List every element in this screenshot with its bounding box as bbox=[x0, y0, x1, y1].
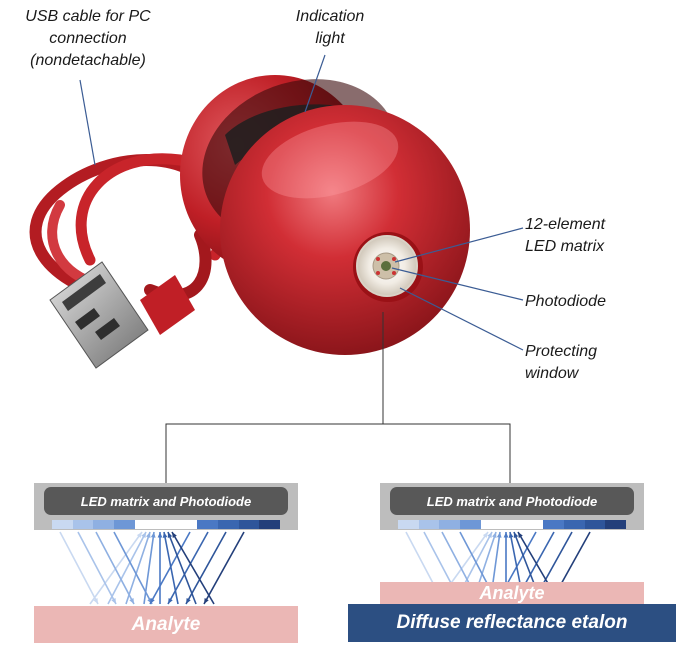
led-cell bbox=[543, 520, 564, 529]
usb-cable-line-3: (nondetachable) bbox=[30, 52, 146, 69]
photodiode-leader bbox=[391, 267, 524, 301]
light-ray bbox=[185, 531, 227, 605]
ray-arrowhead bbox=[150, 598, 155, 604]
light-ray bbox=[171, 531, 215, 605]
ray-arrowhead bbox=[508, 532, 514, 538]
device-body-icon bbox=[180, 75, 470, 355]
ray-arrowhead bbox=[513, 532, 519, 538]
led-cell bbox=[418, 520, 440, 529]
usb-cable-line-2: connection bbox=[49, 30, 127, 47]
ray-arrowhead bbox=[93, 598, 98, 604]
ray-arrowhead bbox=[518, 532, 523, 538]
led-matrix-line-2: LED matrix bbox=[525, 238, 605, 255]
led-window-icon bbox=[353, 232, 423, 302]
diffuse-etalon: Diffuse reflectance etalon bbox=[348, 604, 676, 642]
led-cell bbox=[238, 520, 260, 529]
usb-plug-icon bbox=[49, 261, 195, 369]
led-cell bbox=[563, 520, 585, 529]
led-cell bbox=[501, 520, 523, 529]
led-leader bbox=[394, 227, 524, 263]
ray-arrowhead bbox=[141, 532, 146, 538]
led-cell bbox=[398, 520, 419, 529]
light-leader bbox=[304, 54, 326, 113]
light-ray bbox=[59, 531, 99, 605]
ray-arrowhead bbox=[146, 532, 151, 538]
led-cell bbox=[93, 520, 115, 529]
window-leader bbox=[399, 287, 524, 351]
ray-arrowhead bbox=[496, 532, 502, 538]
indication-light-line-1: Indication bbox=[295, 8, 365, 25]
led-matrix-line-1: 12-element bbox=[525, 216, 606, 233]
ray-arrowhead bbox=[136, 532, 142, 538]
light-ray bbox=[95, 531, 135, 605]
led-cell bbox=[217, 520, 239, 529]
protecting-window-line-2: window bbox=[525, 365, 579, 382]
ray-arrowhead bbox=[186, 598, 191, 604]
ray-arrowhead bbox=[482, 532, 488, 538]
protecting-window-label: Protecting window bbox=[525, 341, 597, 385]
light-ray bbox=[167, 531, 197, 605]
led-cell bbox=[584, 520, 606, 529]
protecting-window-line-1: Protecting bbox=[525, 343, 598, 360]
ray-arrowhead bbox=[111, 598, 116, 604]
ray-arrowhead bbox=[487, 532, 492, 538]
led-cell bbox=[605, 520, 627, 529]
led-cell bbox=[155, 520, 177, 529]
ray-arrowhead bbox=[129, 598, 134, 604]
light-ray bbox=[149, 531, 191, 605]
left-panel-title: LED matrix and Photodiode bbox=[44, 487, 288, 515]
ray-arrowhead bbox=[492, 532, 497, 538]
ray-arrowhead bbox=[150, 532, 156, 538]
ray-arrowhead bbox=[172, 532, 177, 538]
led-cell bbox=[52, 520, 73, 529]
panel-connector bbox=[165, 312, 511, 483]
led-cell bbox=[176, 520, 198, 529]
right-analyte: Analyte bbox=[380, 582, 644, 604]
led-cell bbox=[480, 520, 502, 529]
light-ray bbox=[107, 531, 147, 605]
ray-arrowhead bbox=[157, 532, 163, 538]
photodiode-label: Photodiode bbox=[525, 293, 606, 310]
ray-arrowhead bbox=[168, 598, 173, 604]
led-cell bbox=[197, 520, 218, 529]
ray-arrowhead bbox=[503, 532, 509, 538]
light-ray bbox=[77, 531, 117, 605]
light-ray bbox=[89, 531, 143, 605]
usb-cable-label: USB cable for PC connection (nondetachab… bbox=[8, 6, 168, 72]
light-ray bbox=[125, 531, 151, 605]
ray-arrowhead bbox=[162, 532, 168, 538]
led-cell bbox=[114, 520, 135, 529]
left-led-strip bbox=[52, 520, 281, 529]
right-led-strip bbox=[398, 520, 627, 529]
usb-leader bbox=[79, 79, 96, 166]
left-analyte: Analyte bbox=[34, 606, 298, 643]
right-panel-title: LED matrix and Photodiode bbox=[390, 487, 634, 515]
ray-arrowhead bbox=[167, 532, 173, 538]
led-cell bbox=[439, 520, 461, 529]
led-cell bbox=[522, 520, 544, 529]
led-cell bbox=[460, 520, 481, 529]
led-matrix-label: 12-element LED matrix bbox=[525, 214, 605, 258]
led-cell bbox=[134, 520, 156, 529]
light-ray bbox=[203, 531, 245, 605]
light-rays bbox=[59, 531, 591, 605]
usb-cable-line-1: USB cable for PC bbox=[25, 8, 151, 25]
indication-light-label: Indication light bbox=[275, 6, 385, 50]
ray-arrowhead bbox=[204, 598, 209, 604]
indication-light-line-2: light bbox=[315, 30, 345, 47]
led-cell bbox=[259, 520, 281, 529]
light-ray bbox=[163, 531, 179, 605]
light-ray bbox=[143, 531, 155, 605]
led-cell bbox=[72, 520, 94, 529]
light-ray bbox=[167, 531, 209, 605]
